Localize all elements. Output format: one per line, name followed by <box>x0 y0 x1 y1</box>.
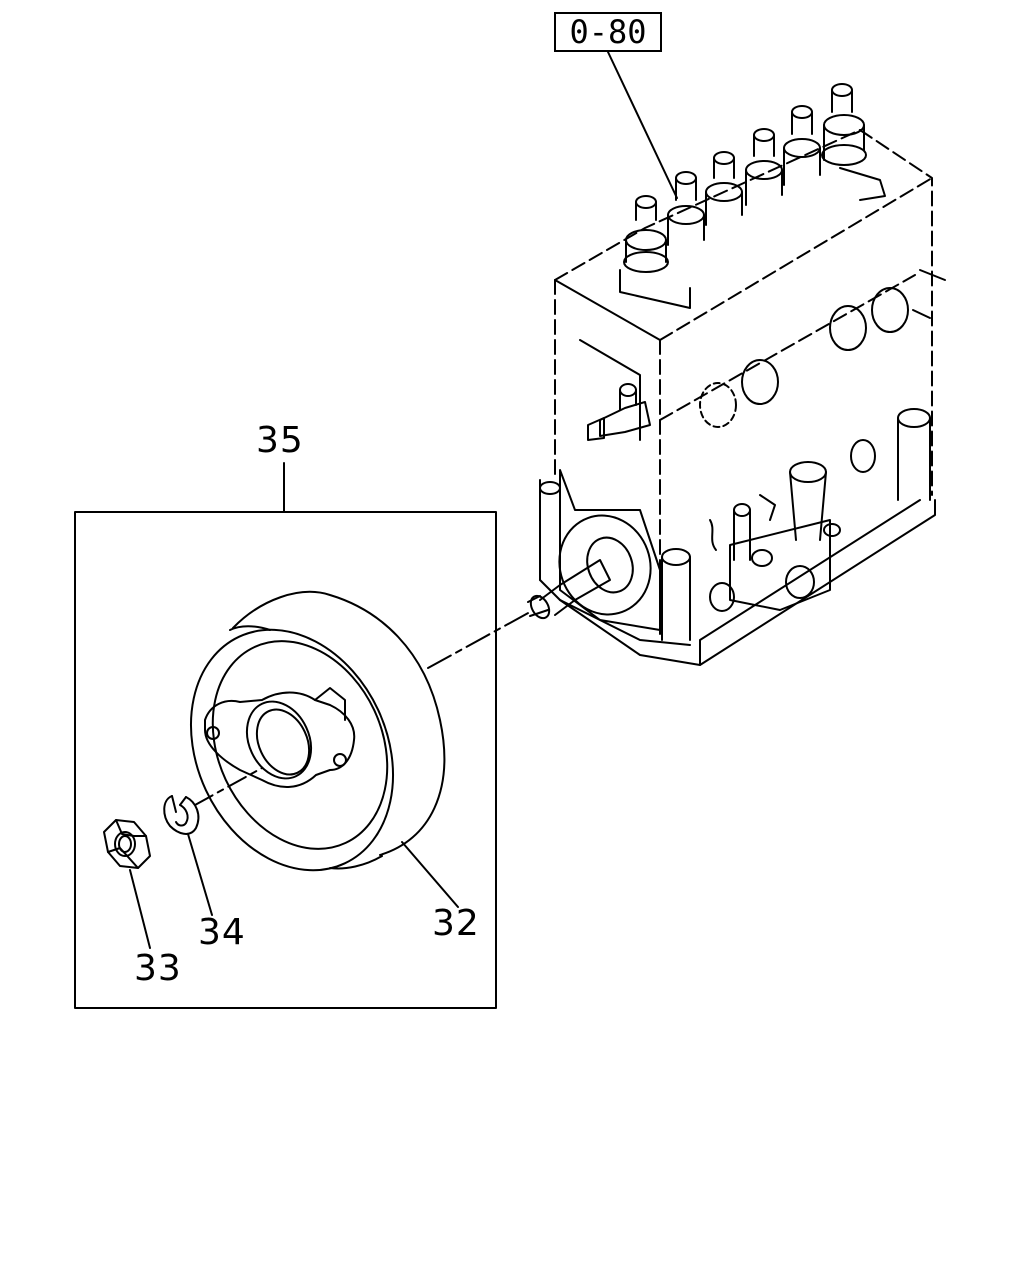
shaft-centerline-front <box>194 767 263 806</box>
valve-holder-3 <box>705 151 743 226</box>
valve-holder-6 <box>821 83 886 201</box>
drive-gear <box>189 590 446 872</box>
callout-35: 35 <box>256 420 304 461</box>
lock-washer <box>163 795 200 835</box>
leader-34 <box>187 833 213 916</box>
valve-holder-4 <box>745 128 783 206</box>
valve-holder-1 <box>619 195 691 309</box>
reference-leader-line <box>607 51 678 199</box>
callout-32: 32 <box>432 903 480 944</box>
injection-pump-body <box>527 129 946 666</box>
valve-holder-5 <box>783 105 821 186</box>
hex-nut <box>103 819 151 869</box>
delivery-valve-holders <box>619 83 886 309</box>
assembly-box <box>74 511 497 1009</box>
callout-34: 34 <box>198 912 246 953</box>
reference-label: 0-80 <box>554 12 662 52</box>
leader-33 <box>129 869 151 949</box>
shaft-centerline <box>427 611 531 669</box>
callout-33: 33 <box>134 948 182 989</box>
leader-32 <box>401 841 459 908</box>
